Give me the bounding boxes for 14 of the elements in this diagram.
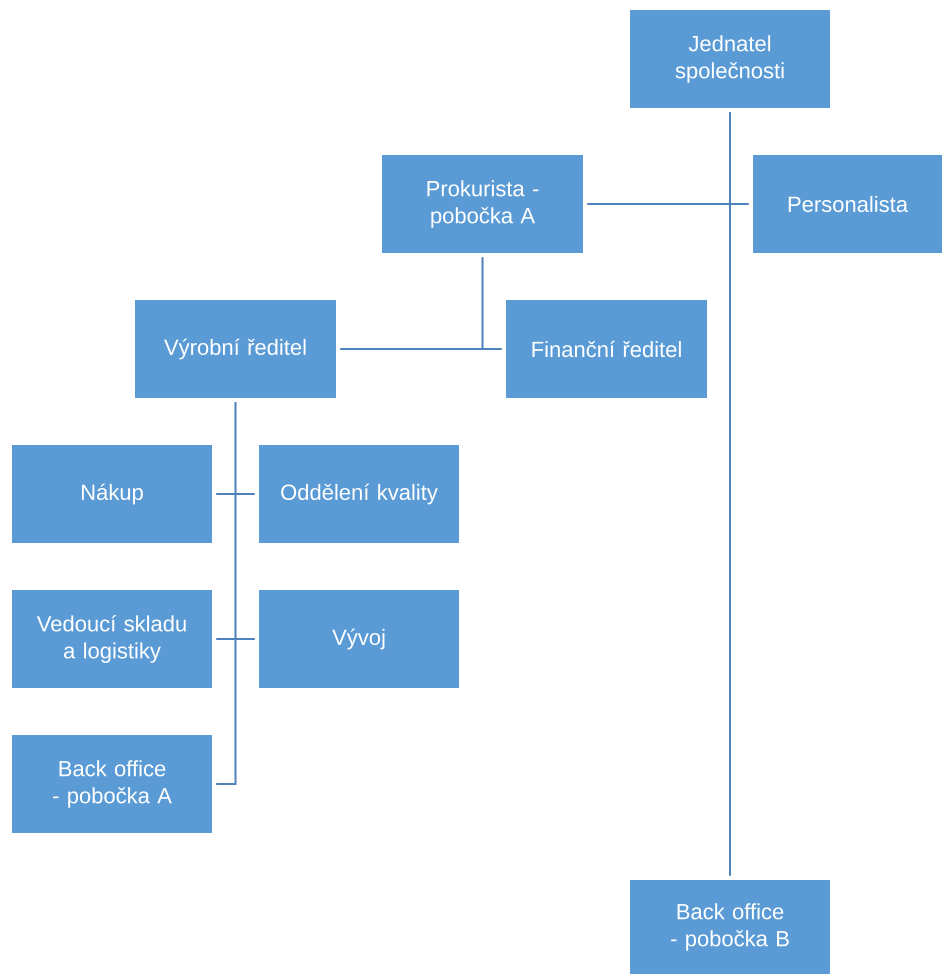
org-box: Finanční ředitel [506,300,707,398]
org-box: Vývoj [259,590,459,688]
org-box: Personalista [753,155,942,253]
connector-line [216,402,236,785]
org-box: Jednatel společnosti [630,10,830,108]
org-box: Prokurista - pobočka A [382,155,583,253]
org-box: Vedoucí skladu a logistiky [12,590,212,688]
connector-line [729,112,731,876]
org-box: Oddělení kvality [259,445,459,543]
org-box: Back office - pobočka A [12,735,212,833]
connector-line [482,257,502,350]
org-box: Back office - pobočka B [630,880,830,974]
org-box: Nákup [12,445,212,543]
org-box: Výrobní ředitel [135,300,336,398]
